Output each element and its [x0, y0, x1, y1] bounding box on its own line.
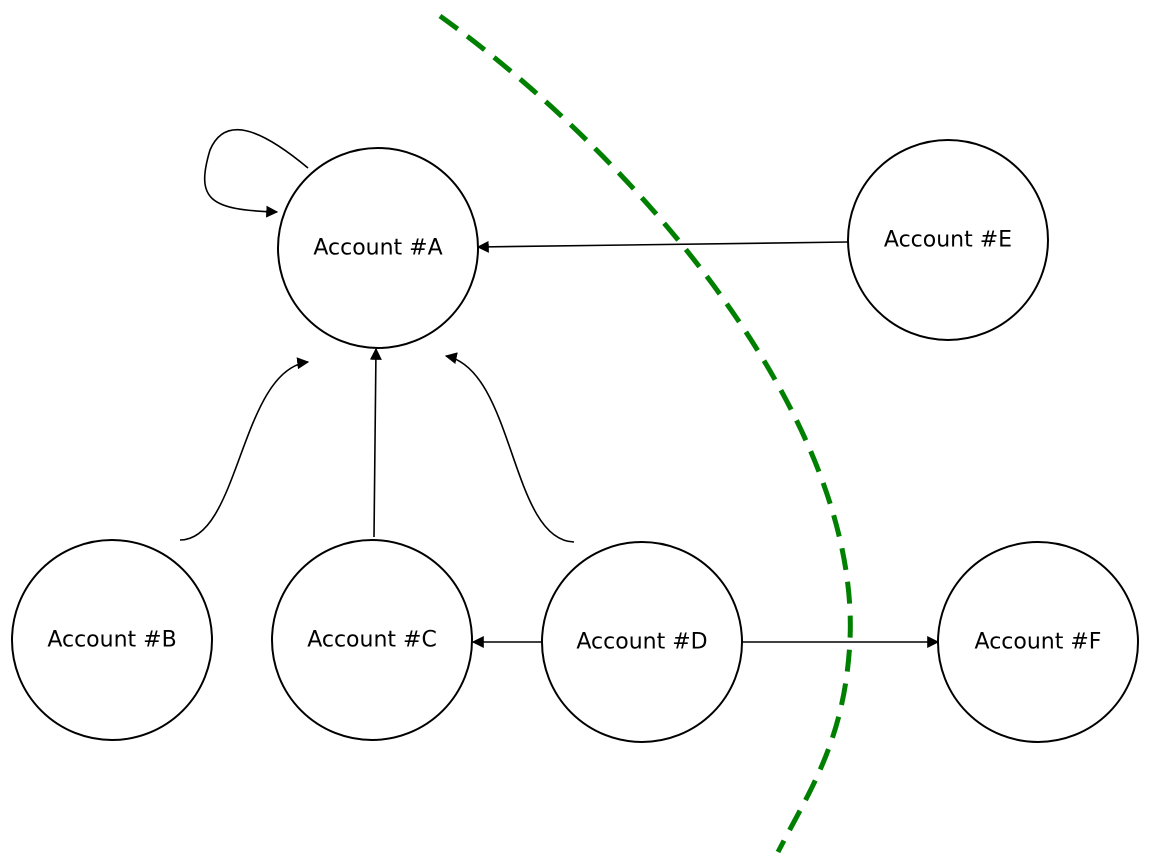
node-e-label: Account #E: [884, 228, 1012, 253]
node-account-b[interactable]: Account #B: [11, 539, 213, 741]
node-a-circle: [277, 147, 479, 349]
node-e-circle: [847, 139, 1049, 341]
node-c-circle: [271, 539, 473, 741]
edge-c-to-a: [369, 347, 382, 538]
node-c-label: Account #C: [307, 628, 437, 653]
node-d-label: Account #D: [576, 630, 707, 655]
node-account-c[interactable]: Account #C: [271, 539, 473, 741]
node-account-e[interactable]: Account #E: [847, 139, 1049, 341]
node-f-circle: [937, 541, 1139, 743]
node-d-circle: [541, 541, 743, 743]
edge-d-to-a: [444, 352, 575, 543]
node-account-a[interactable]: Account #A: [277, 147, 479, 349]
node-account-d[interactable]: Account #D: [541, 541, 743, 743]
node-b-circle: [11, 539, 213, 741]
edge-b-to-a: [179, 357, 310, 541]
node-b-label: Account #B: [47, 628, 176, 653]
edge-a-self-loop: [203, 128, 309, 218]
node-f-label: Account #F: [975, 630, 1102, 655]
node-a-label: Account #A: [313, 236, 442, 261]
node-account-f[interactable]: Account #F: [937, 541, 1139, 743]
edge-e-to-a: [476, 240, 849, 253]
